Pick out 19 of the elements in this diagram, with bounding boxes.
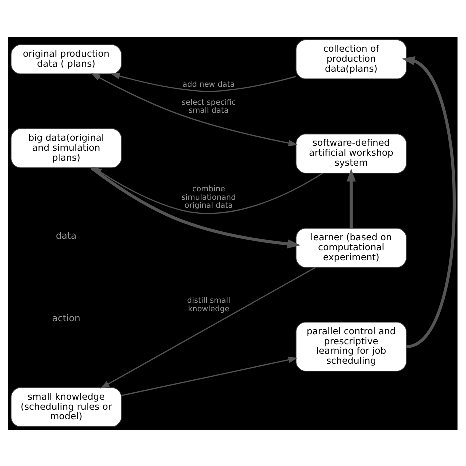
- edge-label: add new data: [182, 80, 236, 89]
- edge-label: distill small knowledge: [187, 296, 231, 314]
- arrow: [100, 266, 316, 388]
- label: data: [56, 230, 77, 242]
- arrow: [346, 168, 356, 228]
- arrow: [91, 72, 298, 146]
- edge-label: select specific small data: [182, 97, 236, 115]
- arrow: [122, 356, 298, 396]
- node-box: big data(original and simulation plans): [10, 128, 122, 168]
- node-box: collection of production data(plans): [296, 39, 407, 80]
- node-box: small knowledge (scheduling rules or model): [10, 386, 122, 427]
- arrow: [402, 56, 456, 348]
- node-box: software-defined artificial workshop system: [296, 133, 407, 174]
- node-box: learner (based on computational experiment): [296, 228, 407, 268]
- arrow: [110, 72, 296, 92]
- node-box: parallel control and prescriptive learning for job scheduling: [296, 321, 407, 372]
- label: action: [52, 313, 81, 324]
- node-box: original production data ( plans): [10, 44, 122, 74]
- edge-label: combine simulationand original data: [182, 184, 236, 210]
